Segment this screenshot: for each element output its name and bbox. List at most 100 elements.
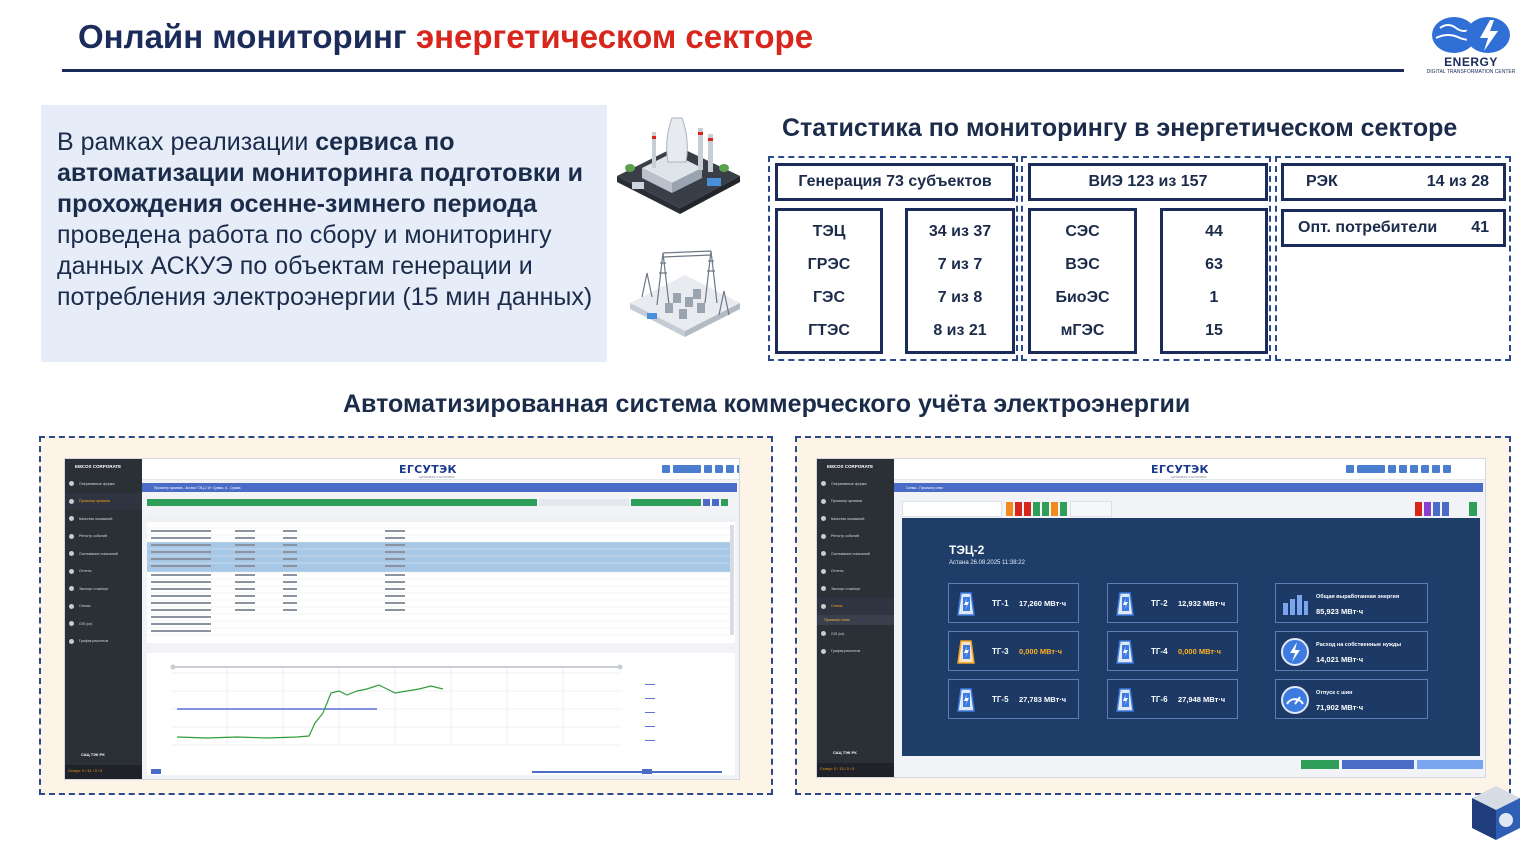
user-menu[interactable] [1357, 465, 1385, 473]
menu-item-view-schemes[interactable]: Просмотр схем [817, 615, 894, 625]
energy-logo: ENERGY DIGITAL TRANSFORMATION CENTER [1426, 14, 1518, 76]
circle-icon [69, 498, 74, 504]
date-field[interactable] [1070, 501, 1112, 517]
menu-item-schemes[interactable]: Схемы [817, 597, 894, 615]
own-needs-tile[interactable]: Расход на собственные нужды 14,021 МВт·ч [1275, 631, 1428, 671]
generator-tile-5[interactable]: ТГ-5 27,783 МВт·ч [948, 679, 1079, 719]
help-icon[interactable] [1432, 465, 1440, 473]
generator-tile-2[interactable]: ТГ-2 12,932 МВт·ч [1107, 583, 1238, 623]
generator-tile-4[interactable]: ТГ-4 0,000 МВт·ч [1107, 631, 1238, 671]
settings-button[interactable] [1301, 760, 1339, 769]
tool-icon[interactable] [1415, 502, 1422, 516]
save-scheme-button[interactable] [1417, 760, 1483, 769]
grid-view-icon[interactable] [1469, 502, 1477, 516]
menu-label: Просмотр архивов [831, 499, 862, 504]
app-brand-text: ЕГСУТЭК [399, 463, 457, 476]
menu-item-repairs[interactable]: График ремонтов [65, 633, 142, 651]
previous-version-button[interactable] [1342, 760, 1414, 769]
menu-item-export[interactable]: Экспорт и импорт [817, 580, 894, 598]
generation-types: ТЭЦ ГРЭС ГЭС ГТЭС [775, 208, 883, 354]
menu-item-reading[interactable]: Считывание показаний [65, 545, 142, 563]
info-icon[interactable] [737, 465, 739, 473]
notification-icon[interactable] [662, 465, 670, 473]
menu-label: GIS (кл) [79, 621, 93, 626]
list-icon[interactable] [1410, 465, 1418, 473]
menu-item-events[interactable]: Регистр событий [65, 528, 142, 546]
tile-name: ТГ-3 [992, 647, 1009, 656]
menu-item-reading[interactable]: Считывание показаний [817, 545, 894, 563]
circle-icon [821, 498, 826, 504]
title-underline [62, 69, 1404, 72]
tool-icon[interactable] [1006, 502, 1013, 516]
tool-icon[interactable] [1060, 502, 1067, 516]
circle-icon [69, 568, 74, 574]
menu-label: Оперативные формы [831, 481, 867, 486]
menu-item-reports[interactable]: Отчеты [817, 563, 894, 581]
tool-icon[interactable] [1024, 502, 1031, 516]
tool-icon[interactable] [1424, 502, 1431, 516]
settings-icon[interactable] [704, 465, 712, 473]
tool-icon[interactable] [1033, 502, 1040, 516]
status-bar: Статус: 0 / 13 / 0 / 0 [817, 763, 894, 777]
menu-item-archives[interactable]: Просмотр архивов [65, 492, 142, 510]
turbine-icon [957, 688, 975, 712]
tile-name: ТГ-5 [992, 695, 1009, 704]
gen-value-ges: 7 из 8 [937, 288, 983, 306]
tool-icon[interactable] [1442, 502, 1449, 516]
logo-text: ENERGY [1444, 55, 1498, 69]
app-sidebar-brand: EMCOS CORPORATE [75, 464, 122, 469]
menu-item-events[interactable]: Регистр событий [817, 528, 894, 546]
tool-icon[interactable] [1051, 502, 1058, 516]
bus-output-tile[interactable]: Отпуск с шин 71,902 МВт·ч [1275, 679, 1428, 719]
archive-chart [147, 653, 735, 775]
apply-button[interactable] [631, 499, 701, 506]
tool-icon[interactable] [1433, 502, 1440, 516]
menu-item-export[interactable]: Экспорт и импорт [65, 580, 142, 598]
grid-icon[interactable] [715, 465, 723, 473]
consumers-box: Опт. потребители 41 [1281, 209, 1506, 247]
menu-item-operational[interactable]: Оперативные формы [65, 475, 142, 493]
gen-type-gtes: ГТЭС [808, 321, 850, 339]
menu-item-operational[interactable]: Оперативные формы [817, 475, 894, 493]
menu-label: Качество показаний [79, 516, 113, 521]
gen-value-tec: 34 из 37 [928, 222, 992, 240]
menu-item-quality[interactable]: Качество показаний [65, 510, 142, 528]
list-icon[interactable] [726, 465, 734, 473]
add-icon[interactable] [703, 499, 710, 506]
circle-icon [821, 631, 826, 637]
generator-tile-3[interactable]: ТГ-3 0,000 МВт·ч [948, 631, 1079, 671]
menu-item-quality[interactable]: Качество показаний [817, 510, 894, 528]
archive-table [147, 515, 735, 643]
notification-icon[interactable] [1346, 465, 1354, 473]
gen-type-ges: ГЭС [812, 288, 845, 306]
circle-icon [69, 516, 74, 522]
tool-icon[interactable] [1042, 502, 1049, 516]
tile-value: 0,000 МВт·ч [1019, 647, 1062, 656]
other-group [1275, 156, 1511, 361]
user-menu[interactable] [673, 465, 701, 473]
date-range-field[interactable] [539, 499, 629, 506]
excel-icon[interactable] [721, 499, 728, 506]
grid-icon[interactable] [1399, 465, 1407, 473]
menu-item-repairs[interactable]: График ремонтов [817, 643, 894, 661]
generator-tile-1[interactable]: ТГ-1 17,260 МВт·ч [948, 583, 1079, 623]
info-icon[interactable] [1421, 465, 1429, 473]
close-icon[interactable] [1443, 465, 1451, 473]
menu-item-schemes[interactable]: Схемы [65, 598, 142, 616]
menu-label: Просмотр архивов [79, 499, 110, 504]
menu-item-gis[interactable]: GIS (кл) [817, 625, 894, 643]
cube-logo-icon [1472, 786, 1520, 840]
total-energy-tile[interactable]: Общая выработанная энергия 85,923 МВт·ч [1275, 583, 1428, 623]
menu-item-reports[interactable]: Отчеты [65, 563, 142, 581]
menu-item-archives[interactable]: Просмотр архивов [817, 493, 894, 511]
renewable-header: ВИЭ 123 из 157 [1028, 163, 1268, 201]
prev-icon[interactable] [712, 499, 719, 506]
generator-tile-6[interactable]: ТГ-6 27,948 МВт·ч [1107, 679, 1238, 719]
tool-icon[interactable] [1015, 502, 1022, 516]
tile-label: Расход на собственные нужды [1316, 642, 1402, 648]
menu-item-gis[interactable]: GIS (кл) [65, 615, 142, 633]
scheme-select[interactable] [902, 501, 1002, 517]
settings-icon[interactable] [1388, 465, 1396, 473]
re-value-ses: 44 [1205, 222, 1223, 240]
